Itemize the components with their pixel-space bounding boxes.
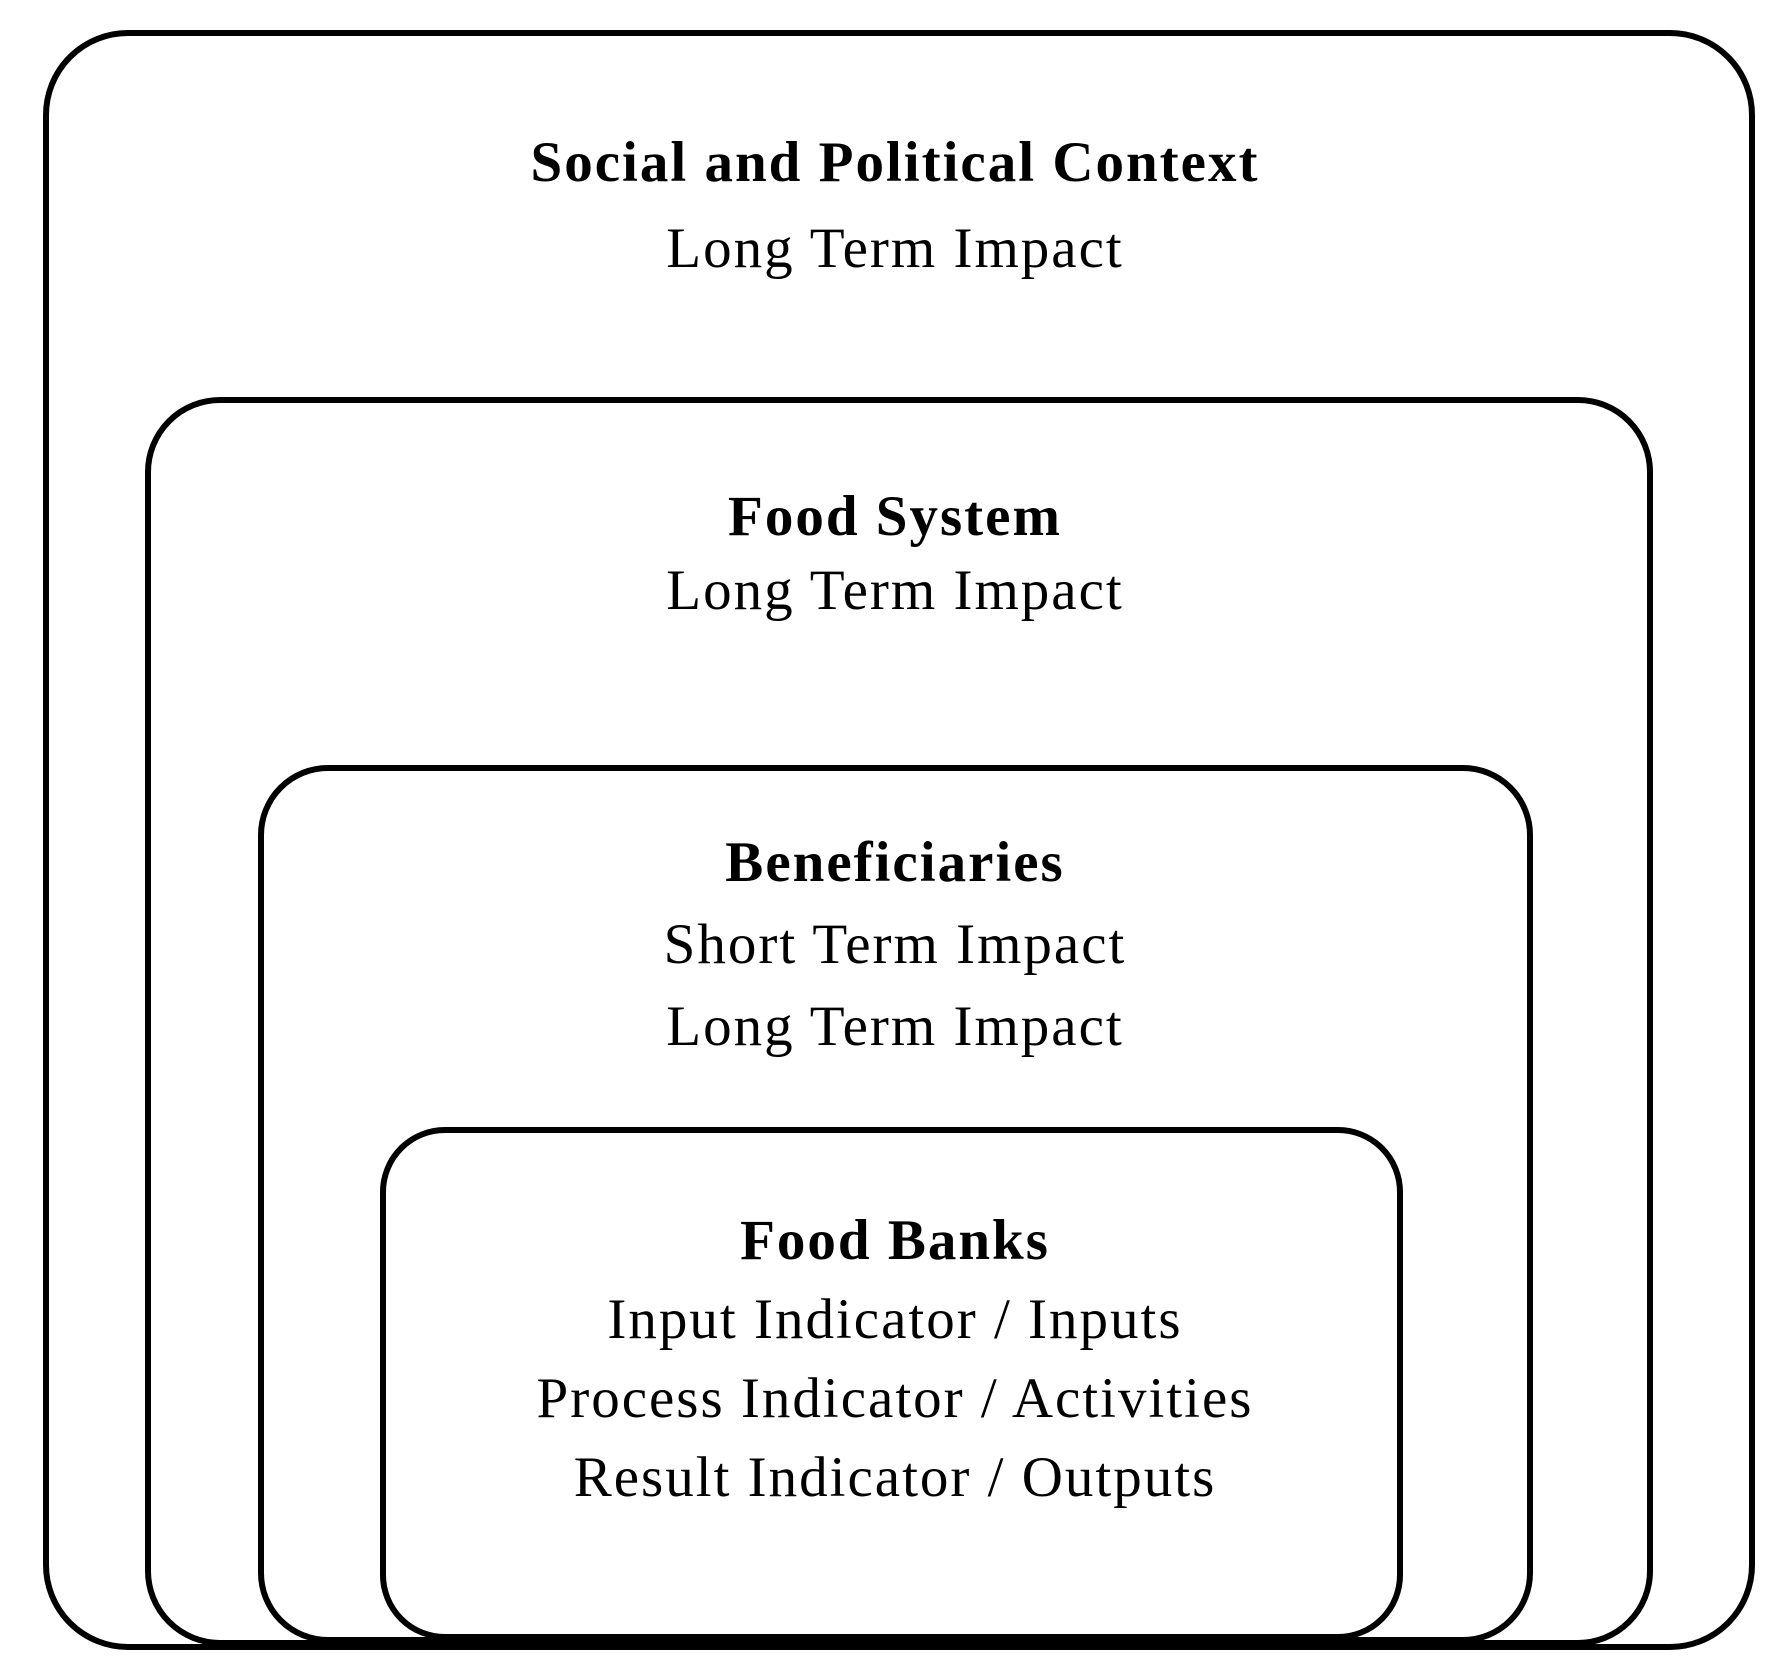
level-subtitle-line: Short Term Impact bbox=[663, 913, 1127, 976]
beneficiaries-labels: Beneficiaries Short Term Impact Long Ter… bbox=[95, 822, 1695, 1068]
level-title: Food Banks bbox=[740, 1209, 1050, 1272]
level-subtitle-line: Input Indicator / Inputs bbox=[607, 1288, 1183, 1351]
level-title: Food System bbox=[728, 485, 1062, 548]
beneficiaries-box bbox=[258, 765, 1533, 1643]
food-system-labels: Food System Long Term Impact bbox=[95, 480, 1695, 628]
level-subtitle-line: Long Term Impact bbox=[666, 995, 1124, 1058]
level-subtitle-line: Long Term Impact bbox=[666, 559, 1124, 622]
food-system-box bbox=[145, 397, 1653, 1646]
level-subtitle-line: Result Indicator / Outputs bbox=[573, 1446, 1217, 1509]
level-title: Beneficiaries bbox=[725, 831, 1065, 894]
food-banks-labels: Food Banks Input Indicator / Inputs Proc… bbox=[95, 1201, 1695, 1517]
level-subtitle-line: Process Indicator / Activities bbox=[536, 1367, 1254, 1430]
level-title: Social and Political Context bbox=[530, 131, 1260, 194]
food-banks-box bbox=[380, 1127, 1403, 1640]
level-subtitle-line: Long Term Impact bbox=[666, 217, 1124, 280]
social-political-context-labels: Social and Political Context Long Term I… bbox=[95, 120, 1695, 292]
social-political-context-box bbox=[43, 30, 1755, 1650]
